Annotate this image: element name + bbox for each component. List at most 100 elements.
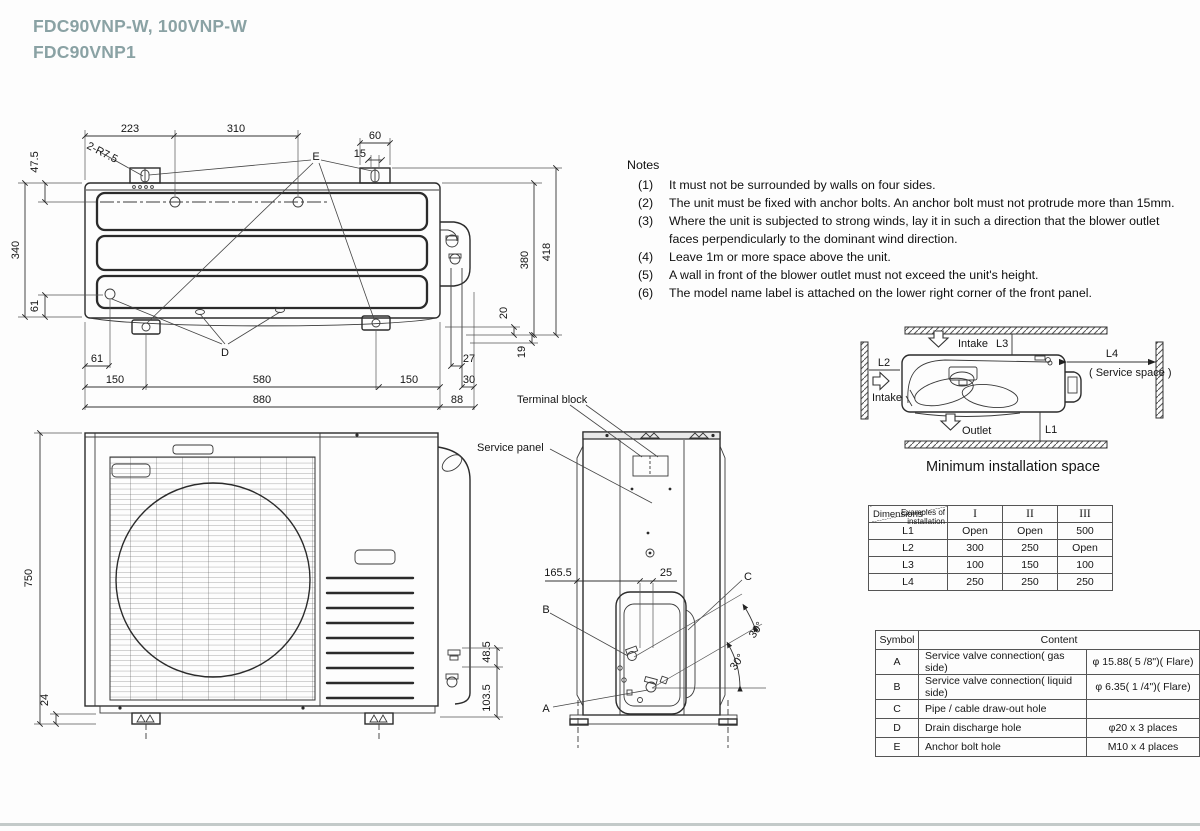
cell: Open — [1002, 522, 1058, 540]
table-row: E Anchor bolt hole M10 x 4 places — [875, 737, 1200, 757]
note-number: (1) — [638, 177, 654, 192]
dim-103-5: 103.5 — [481, 684, 493, 712]
col-header-2: II — [1002, 505, 1058, 523]
table-row: C Pipe / cable draw-out hole — [875, 699, 1200, 719]
dim-27: 27 — [463, 353, 475, 365]
label-c: C — [744, 571, 752, 583]
cell: 100 — [1057, 556, 1113, 574]
dim-418: 418 — [541, 243, 553, 261]
table-row: L3 100 150 100 — [868, 556, 1113, 574]
header-content: Content — [918, 630, 1200, 650]
dim-580: 580 — [253, 374, 271, 386]
row-label: L4 — [868, 573, 948, 591]
dim-150-left: 150 — [106, 374, 124, 386]
header-symbol: Symbol — [875, 630, 919, 650]
table-row: L4 250 250 250 — [868, 573, 1113, 591]
unit-top-outline — [901, 354, 1082, 417]
side-view-dimensions — [545, 577, 766, 692]
note-item: (3) Where the unit is subjected to stron… — [627, 213, 1177, 249]
table-row: L2 300 250 Open — [868, 539, 1113, 557]
content-cell: Pipe / cable draw-out hole — [918, 699, 1087, 719]
cell: 250 — [1002, 573, 1058, 591]
table-row: Examples of installation Dimensions I II… — [868, 505, 1113, 526]
notes-title: Notes — [627, 158, 660, 172]
outlet-arrow — [939, 413, 962, 431]
table-row: A Service valve connection( gas side) φ … — [875, 649, 1200, 675]
installation-space-diagram: Intake L3 L2 Intake L4 ( Service space )… — [860, 326, 1172, 449]
symbol-cell: D — [875, 718, 919, 738]
dim-48-5: 48.5 — [481, 641, 493, 662]
note-item: (5) A wall in front of the blower outlet… — [627, 267, 1177, 285]
note-number: (5) — [638, 267, 654, 282]
top-view-dimensions — [18, 130, 562, 411]
spec-cell: φ 6.35( 1 /4")( Flare) — [1086, 674, 1200, 700]
note-text: A wall in front of the blower outlet mus… — [669, 267, 1039, 282]
l2-label: L2 — [878, 357, 890, 369]
symbol-cell: A — [875, 649, 919, 675]
dim-61-bottom: 61 — [91, 353, 103, 365]
content-cell: Service valve connection( liquid side) — [918, 674, 1087, 700]
note-item: (2) The unit must be fixed with anchor b… — [627, 195, 1177, 213]
content-cell: Anchor bolt hole — [918, 737, 1087, 757]
cell: 250 — [1057, 573, 1113, 591]
table-row: Symbol Content — [875, 630, 1200, 650]
cell: 100 — [947, 556, 1003, 574]
walls — [860, 326, 1164, 449]
label-d: D — [221, 347, 229, 359]
dim-25: 25 — [660, 567, 672, 579]
side-view-leaders — [549, 404, 743, 708]
note-text: The unit must be fixed with anchor bolts… — [669, 195, 1175, 210]
top-view-body — [84, 167, 471, 387]
dim-880: 880 — [253, 394, 271, 406]
intake-left-arrow — [872, 371, 890, 391]
model-title-line1: FDC90VNP-W, 100VNP-W — [33, 16, 248, 36]
table-row: D Drain discharge hole φ20 x 3 places — [875, 718, 1200, 738]
cell: Open — [947, 522, 1003, 540]
cell: 150 — [1002, 556, 1058, 574]
dim-30: 30 — [463, 374, 475, 386]
flow-arrows — [872, 330, 962, 431]
front-view-body — [84, 432, 471, 740]
intake-top-arrow — [927, 330, 950, 348]
cell: 250 — [1002, 539, 1058, 557]
dim-750: 750 — [23, 569, 35, 587]
col-header-3: III — [1057, 505, 1113, 523]
service-space-label: ( Service space ) — [1089, 367, 1172, 379]
note-number: (3) — [638, 213, 654, 228]
terminal-block-label: Terminal block — [517, 394, 588, 406]
intake-top-label: Intake — [958, 338, 988, 350]
dim-15: 15 — [354, 148, 366, 160]
note-item: (1) It must not be surrounded by walls o… — [627, 177, 1177, 195]
note-text: It must not be surrounded by walls on fo… — [669, 177, 936, 192]
dim-340: 340 — [10, 241, 22, 259]
spec-cell — [1086, 699, 1200, 719]
row-label: L2 — [868, 539, 948, 557]
note-text: Where the unit is subjected to strong wi… — [669, 213, 1160, 246]
label-a: A — [542, 703, 550, 715]
installation-space-caption: Minimum installation space — [925, 459, 1101, 475]
note-text: Leave 1m or more space above the unit. — [669, 249, 891, 264]
intake-left-label: Intake — [872, 392, 902, 404]
dim-20: 20 — [498, 307, 510, 319]
table-row: B Service valve connection( liquid side)… — [875, 674, 1200, 700]
dim-19: 19 — [516, 346, 528, 358]
dim-165-5: 165.5 — [544, 567, 572, 579]
side-view-body — [569, 431, 738, 748]
front-view-dimensions — [34, 429, 503, 728]
note-number: (4) — [638, 249, 654, 264]
col-header-1: I — [947, 505, 1003, 523]
angle-30-upper: 30° — [747, 620, 766, 641]
cell: 250 — [947, 573, 1003, 591]
row-label: L3 — [868, 556, 948, 574]
footer-divider — [0, 823, 1200, 826]
model-title-line2: FDC90VNP1 — [33, 42, 136, 63]
l3-label: L3 — [996, 338, 1008, 350]
dim-24: 24 — [39, 694, 51, 706]
l4-label: L4 — [1106, 348, 1118, 360]
space-dim-lines — [869, 334, 1156, 441]
dim-61-left: 61 — [29, 300, 41, 312]
top-view-leaders — [99, 151, 375, 345]
cell: Open — [1057, 539, 1113, 557]
service-panel-label: Service panel — [477, 442, 544, 454]
